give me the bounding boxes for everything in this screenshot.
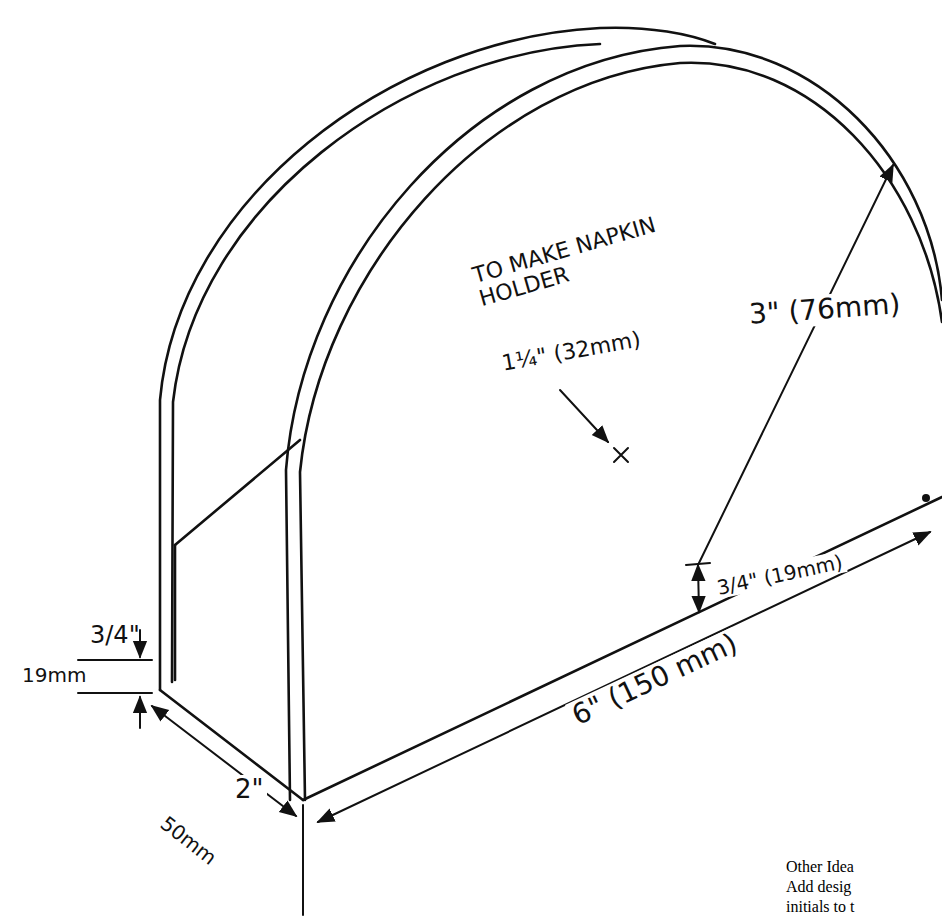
dimension-text: 19mm bbox=[22, 664, 86, 686]
dimension-text: 2" bbox=[232, 775, 267, 804]
corner-dot bbox=[922, 494, 930, 502]
note-text: TO MAKE NAPKIN HOLDER bbox=[470, 206, 690, 312]
dimension-text: 3/4" (19mm) bbox=[712, 550, 847, 599]
note-text: Add desig bbox=[786, 878, 851, 896]
extension-line bbox=[302, 805, 304, 915]
thickness-tick-bottom bbox=[78, 692, 152, 694]
base-front-edge bbox=[303, 497, 942, 800]
note-text: Other Idea bbox=[786, 858, 854, 876]
base-height-dimension bbox=[698, 565, 699, 612]
front-arc-outer bbox=[286, 46, 942, 800]
length-dimension-line bbox=[318, 532, 930, 822]
dimension-text: 3" (76mm) bbox=[745, 289, 904, 331]
dimension-text: 3/4" bbox=[90, 622, 140, 648]
outline-group bbox=[160, 28, 942, 800]
depth-dimension-line bbox=[152, 706, 296, 816]
dimension-group bbox=[78, 165, 930, 915]
back-arc-outer bbox=[160, 28, 715, 690]
radius-dimension-line bbox=[698, 165, 893, 565]
base-top-edge bbox=[175, 440, 300, 545]
dimension-text: 1¼" (32mm) bbox=[500, 328, 643, 376]
thickness-arrow-bottom bbox=[139, 697, 141, 728]
hole-leader-line bbox=[560, 390, 608, 442]
dimension-text: 6" (150 mm) bbox=[565, 627, 745, 733]
thickness-tick-top bbox=[78, 659, 152, 661]
note-text: initials to t bbox=[786, 898, 854, 916]
dimension-text: 50mm bbox=[156, 812, 220, 869]
base-side-edge bbox=[174, 545, 177, 680]
hole-mark bbox=[614, 448, 628, 462]
front-arc-inner bbox=[300, 63, 942, 800]
